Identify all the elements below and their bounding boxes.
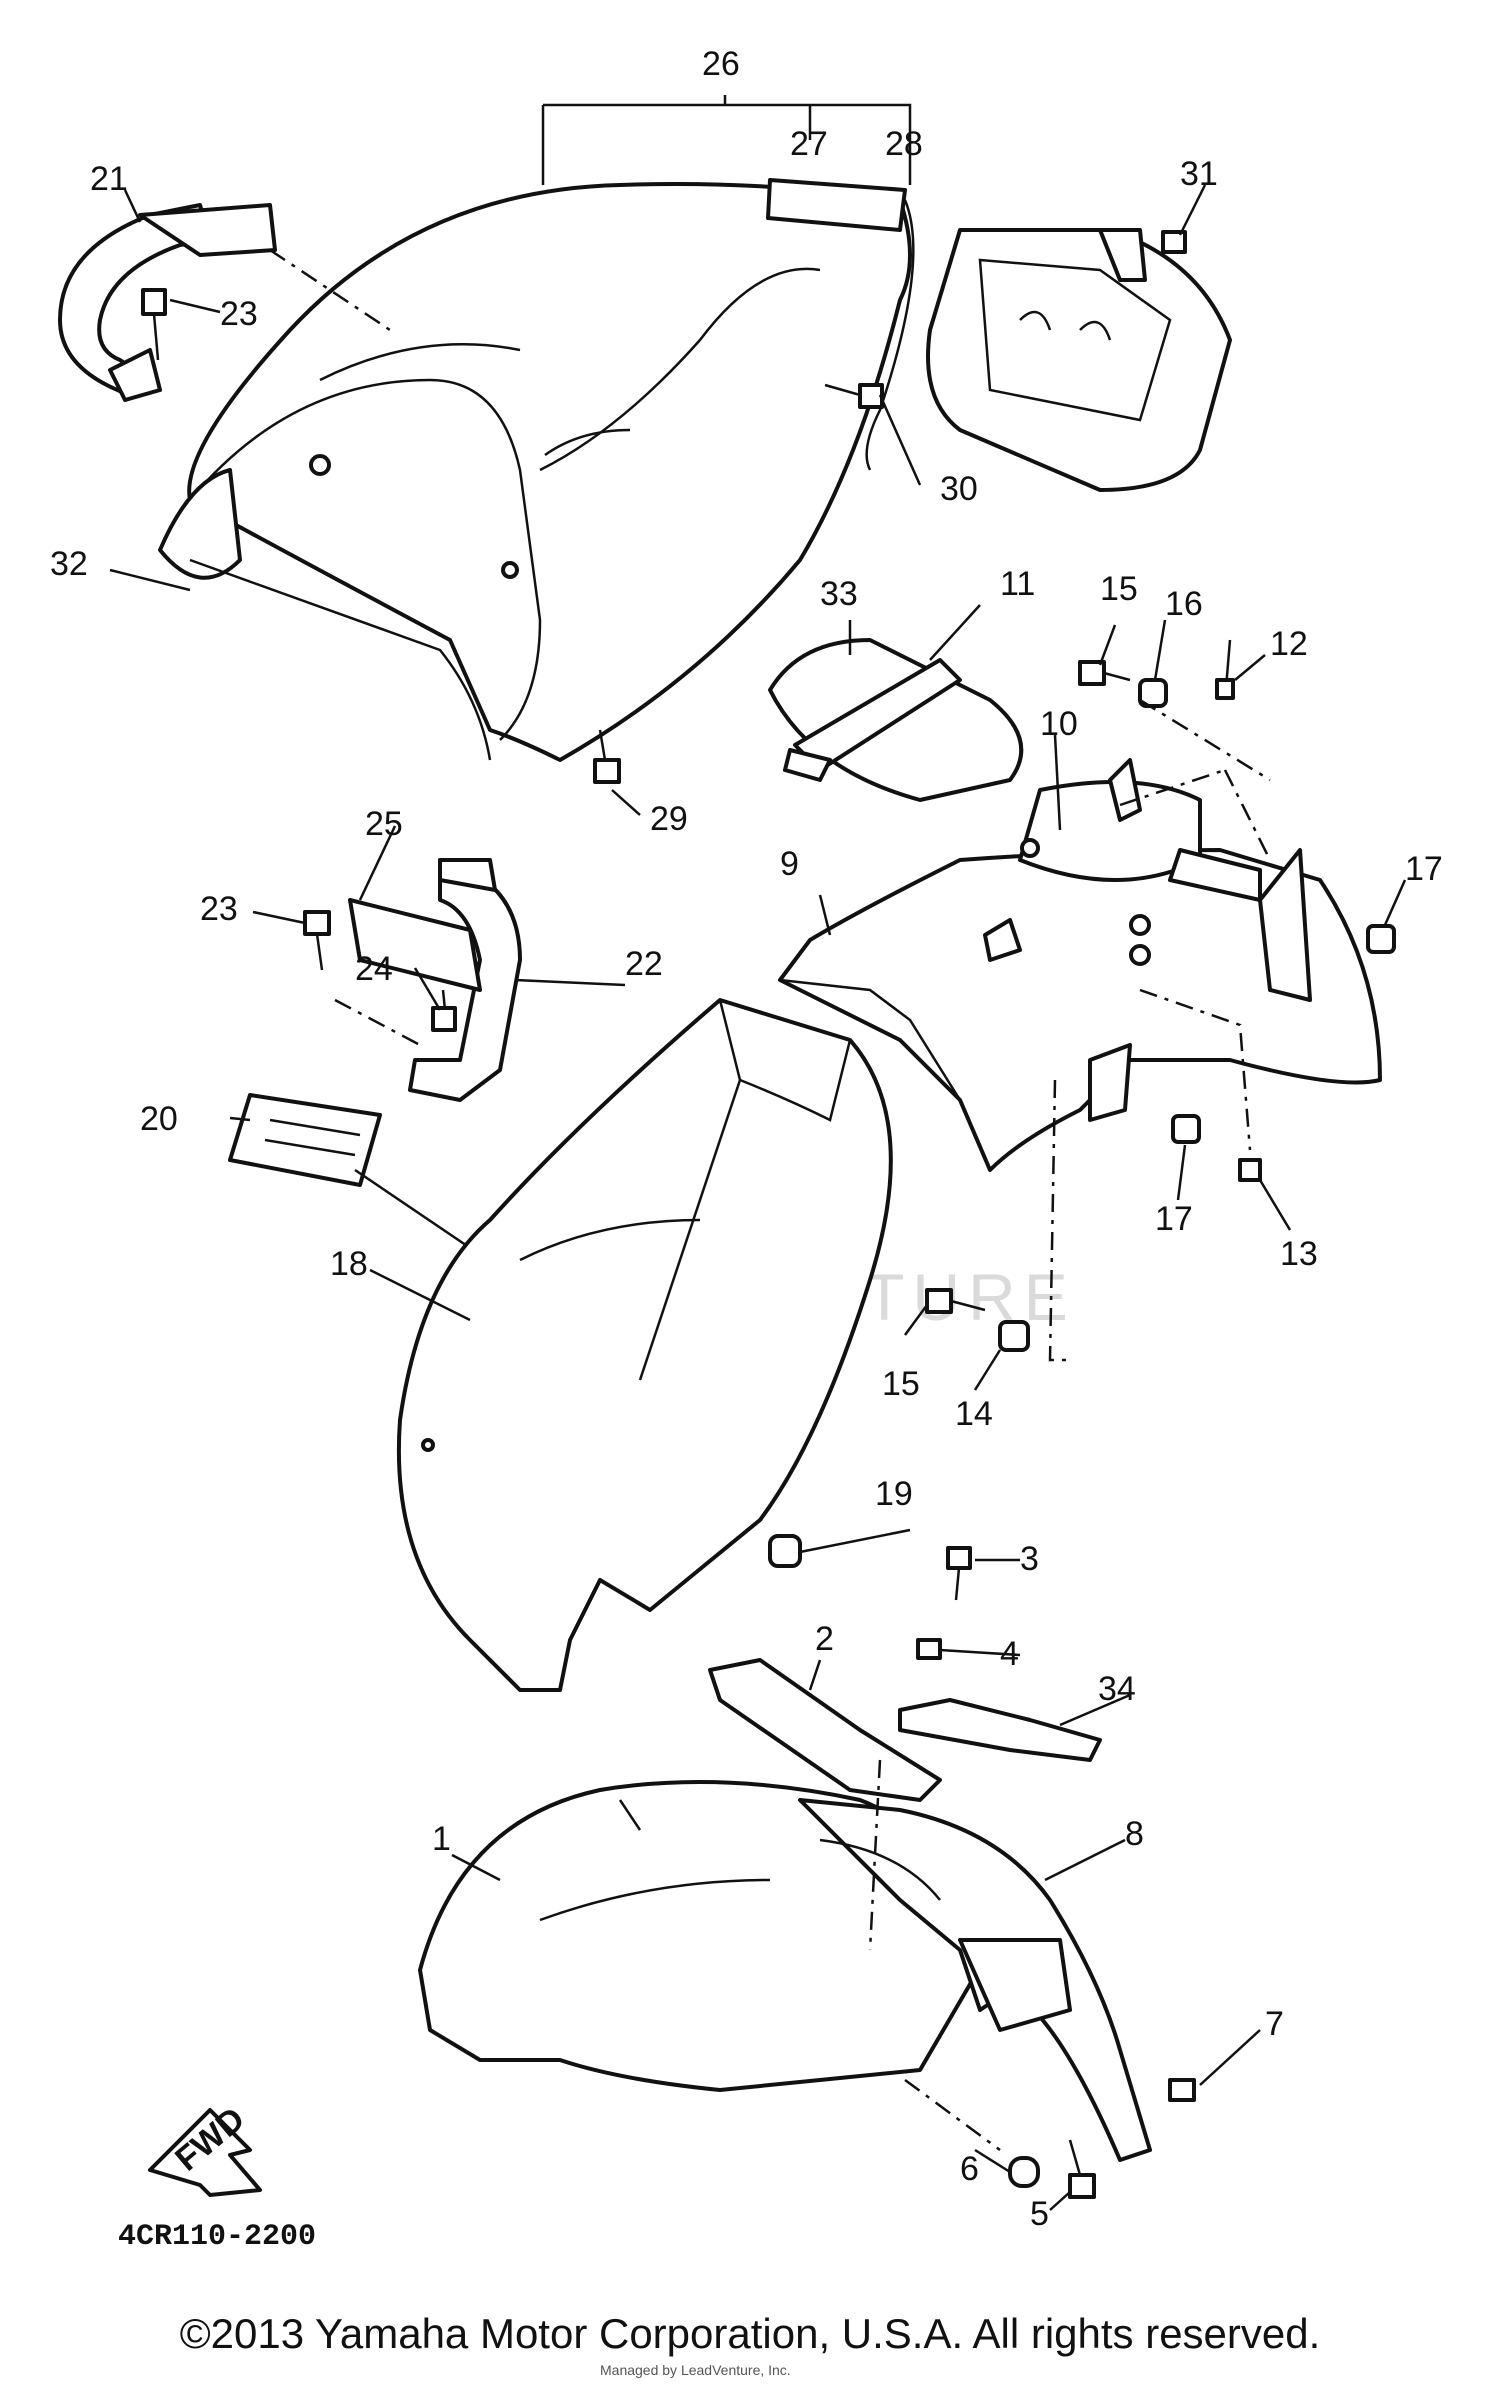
callout-labels: 26 27 28 21 23 31 32 30 33 11 15 16 12 1…: [50, 45, 1443, 2233]
bolt-29: [593, 729, 621, 784]
callout-15-lower: 15: [882, 1365, 920, 1403]
callout-3: 3: [1020, 1540, 1039, 1578]
drawing-code: 4CR110-2200: [118, 2220, 316, 2254]
tail-cowl: [926, 228, 1232, 492]
rear-fender-18: [396, 998, 893, 1692]
callout-20: 20: [140, 1100, 178, 1138]
bracket-26: [541, 95, 912, 185]
callout-5: 5: [1030, 2195, 1049, 2233]
seat-label-27: [766, 178, 907, 232]
callout-27: 27: [790, 125, 828, 163]
nut-16: [1138, 678, 1168, 708]
callout-34: 34: [1098, 1670, 1136, 1708]
pad-25: [348, 898, 482, 992]
callout-28: 28: [885, 125, 923, 163]
copyright-notice: ©2013 Yamaha Motor Corporation, U.S.A. A…: [179, 2310, 1321, 2357]
nut-17-left: [1171, 1114, 1201, 1144]
callout-11: 11: [1000, 565, 1035, 603]
clip-13: [1238, 1158, 1262, 1182]
callout-26: 26: [702, 45, 740, 83]
callout-22: 22: [625, 945, 663, 983]
callout-12: 12: [1270, 625, 1308, 663]
stay-34: [898, 1698, 1102, 1762]
dash-9-lower: [1048, 988, 1252, 1362]
callout-13: 13: [1280, 1235, 1318, 1273]
bolt-5: [1068, 2139, 1096, 2199]
callout-14: 14: [955, 1395, 993, 1433]
callout-9: 9: [780, 845, 799, 883]
dash-22: [334, 998, 421, 1047]
nut-4: [916, 1638, 942, 1660]
seat: [158, 178, 915, 762]
callout-17-left: 17: [1155, 1200, 1193, 1238]
callout-10: 10: [1040, 705, 1078, 743]
callout-19: 19: [875, 1475, 913, 1513]
dash-9: [1119, 698, 1272, 861]
bolt-3: [946, 1546, 972, 1601]
clip-7: [1168, 2078, 1196, 2102]
nut-31: [1161, 230, 1187, 254]
callout-18: 18: [330, 1245, 368, 1283]
callout-25: 25: [365, 805, 403, 843]
nut-17-right: [1366, 924, 1396, 954]
plate-20: [228, 1093, 382, 1187]
callout-31: 31: [1180, 155, 1218, 193]
callout-30: 30: [940, 470, 978, 508]
grab-bar-22: [348, 858, 522, 1102]
callout-8: 8: [1125, 1815, 1144, 1853]
dash-fender: [868, 1759, 1001, 2152]
callout-15-upper: 15: [1100, 570, 1138, 608]
callout-6: 6: [960, 2150, 979, 2188]
front-fender-8: [798, 1798, 1152, 2162]
publisher-stamp: Managed by LeadVenture, Inc.: [600, 2362, 791, 2378]
callout-23-lower: 23: [200, 890, 238, 928]
forward-arrow-icon: FWD: [148, 2100, 262, 2197]
callout-17-right: 17: [1405, 850, 1443, 888]
callout-32: 32: [50, 545, 88, 583]
leader-lines: [109, 184, 1407, 2211]
bolt-24: [431, 989, 457, 1032]
callout-29: 29: [650, 800, 688, 838]
callout-21: 21: [90, 160, 128, 198]
callout-1: 1: [432, 1820, 451, 1858]
bolt-30: [824, 383, 884, 409]
bolt-23-lower: [303, 910, 331, 971]
dash-21: [269, 248, 391, 332]
callout-4: 4: [1000, 1635, 1019, 1673]
brace-2: [708, 1658, 942, 1802]
callout-23-upper: 23: [220, 295, 258, 333]
bolt-12: [1215, 639, 1235, 701]
nut-6: [1008, 2156, 1040, 2188]
grab-bar-21: [58, 203, 277, 402]
bolt-15-upper: [1078, 660, 1131, 686]
front-fender-1: [418, 1780, 992, 2092]
tool-bag-33: [768, 638, 1024, 802]
callout-2: 2: [815, 1620, 834, 1658]
callout-24: 24: [355, 950, 393, 988]
bolt-23-upper: [141, 288, 167, 361]
bolt-15-lower: [925, 1288, 986, 1314]
callout-33: 33: [820, 575, 858, 613]
callout-7: 7: [1265, 2005, 1284, 2043]
nut-14: [998, 1320, 1030, 1352]
grommet-19: [768, 1534, 802, 1568]
callout-16: 16: [1165, 585, 1203, 623]
rear-fender-9: [778, 758, 1382, 1172]
